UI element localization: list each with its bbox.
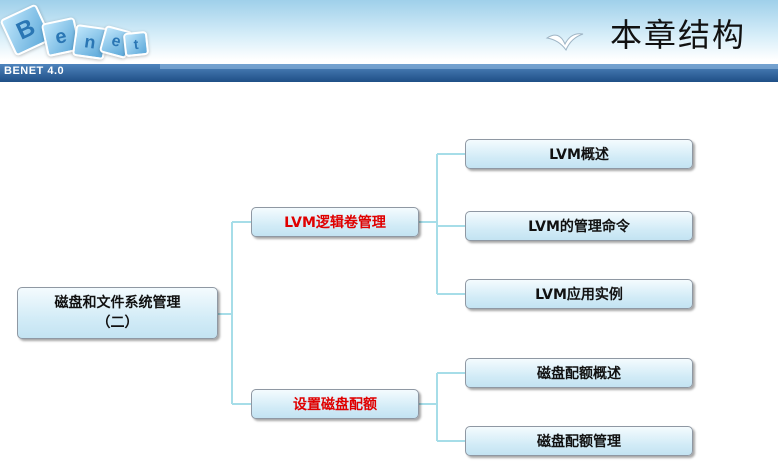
branch-node-quota: 设置磁盘配额 [251, 389, 419, 419]
connector-branch-1 [419, 153, 465, 295]
connector-branch-2 [419, 372, 465, 442]
seagull-icon [545, 33, 584, 52]
leaf-node-lvm-overview: LVM概述 [465, 139, 693, 169]
leaf-node-lvm-commands: LVM的管理命令 [465, 211, 693, 241]
leaf-node-quota-overview: 磁盘配额概述 [465, 358, 693, 388]
root-node: 磁盘和文件系统管理 （二） [17, 287, 218, 339]
leaf-node-lvm-examples: LVM应用实例 [465, 279, 693, 309]
leaf-node-quota-management: 磁盘配额管理 [465, 426, 693, 456]
branch-node-lvm: LVM逻辑卷管理 [251, 207, 419, 237]
connector-root [218, 221, 251, 405]
header-band-highlight [160, 64, 778, 69]
root-subtitle: （二） [96, 315, 139, 331]
root-title: 磁盘和文件系统管理 [54, 295, 181, 311]
chapter-title: 本章结构 [610, 16, 747, 54]
version-label: BENET 4.0 [4, 65, 65, 77]
